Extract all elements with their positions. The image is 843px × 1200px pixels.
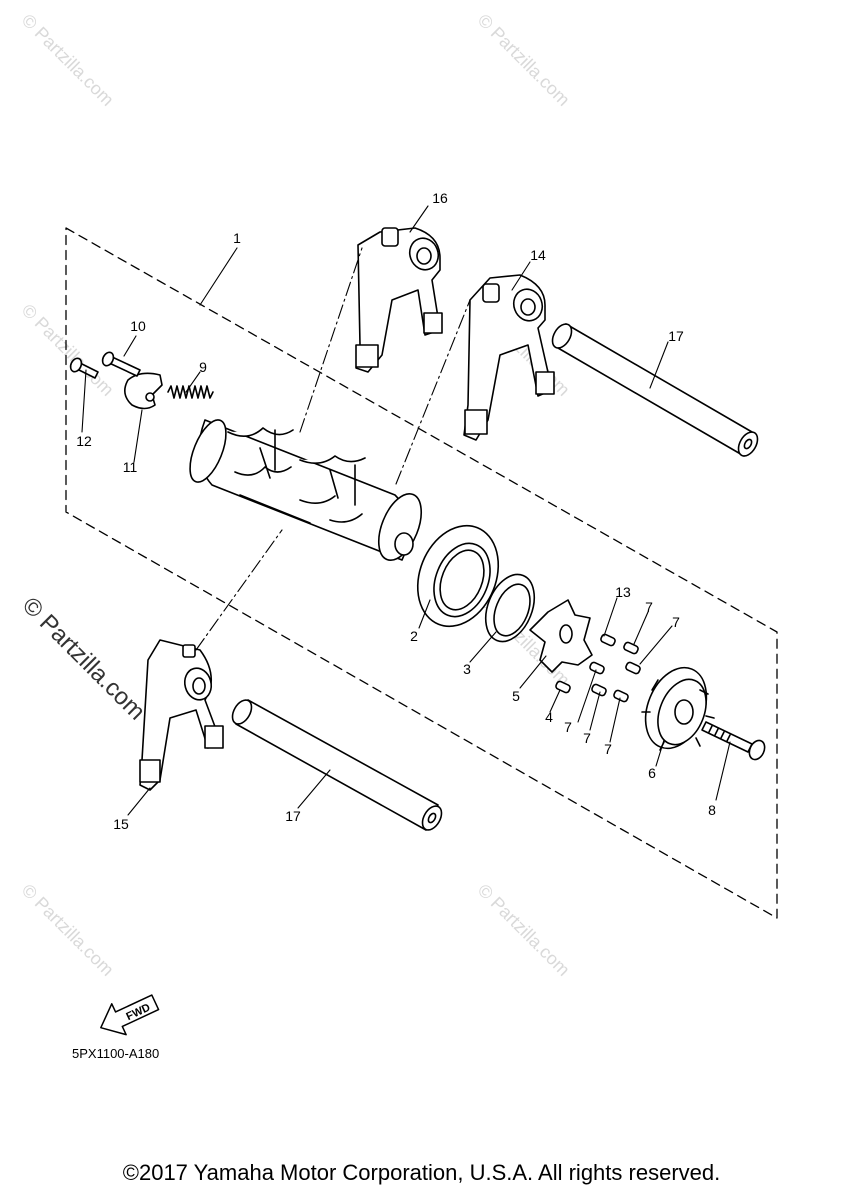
callout-1: 1: [233, 230, 241, 246]
spring: [167, 385, 214, 399]
fwd-arrow-icon: FWD: [100, 994, 160, 1036]
callout-12: 12: [76, 433, 92, 449]
guide-bar-upper: [551, 323, 759, 457]
callout-15: 15: [113, 816, 129, 832]
shift-fork-14: [463, 274, 555, 441]
pin-4: [555, 680, 571, 694]
callout-17-lower: 17: [285, 808, 301, 824]
callout-17-upper: 17: [668, 328, 684, 344]
bolt-10: [101, 351, 141, 377]
callout-6: 6: [648, 765, 656, 781]
callout-7: 7: [604, 741, 612, 757]
callout-7: 7: [564, 719, 572, 735]
shift-drum-segment: [641, 666, 715, 751]
stopper-lever: [124, 372, 163, 410]
callout-14: 14: [530, 247, 546, 263]
callout-7: 7: [672, 614, 680, 630]
callout-4: 4: [545, 709, 553, 725]
callout-10: 10: [130, 318, 146, 334]
diagram-code: 5PX1100-A180: [72, 1046, 160, 1061]
bolt-8: [701, 721, 766, 761]
shift-fork-16: [355, 227, 443, 373]
callout-8: 8: [708, 802, 716, 818]
dowel-pins: [589, 633, 641, 703]
shift-cam-segment: [529, 599, 593, 673]
shift-drum: [189, 419, 423, 561]
bolt-12: [69, 357, 99, 379]
shift-fork-15: [139, 639, 224, 791]
copyright-notice: ©2017 Yamaha Motor Corporation, U.S.A. A…: [122, 1160, 721, 1185]
callout-13: 13: [615, 584, 631, 600]
callout-11: 11: [122, 459, 138, 475]
leader-lines: [81, 205, 731, 816]
callout-16: 16: [432, 190, 448, 206]
callout-9: 9: [199, 359, 207, 375]
fwd-label: FWD: [124, 1002, 152, 1023]
circlip: [484, 573, 536, 643]
callout-2: 2: [410, 628, 418, 644]
bearing: [416, 524, 500, 628]
callout-7: 7: [583, 730, 591, 746]
guide-bar-lower: [231, 699, 443, 831]
callout-5: 5: [512, 688, 520, 704]
callout-7: 7: [645, 599, 653, 615]
callout-3: 3: [463, 661, 471, 677]
assembly-boundary: [65, 227, 778, 919]
